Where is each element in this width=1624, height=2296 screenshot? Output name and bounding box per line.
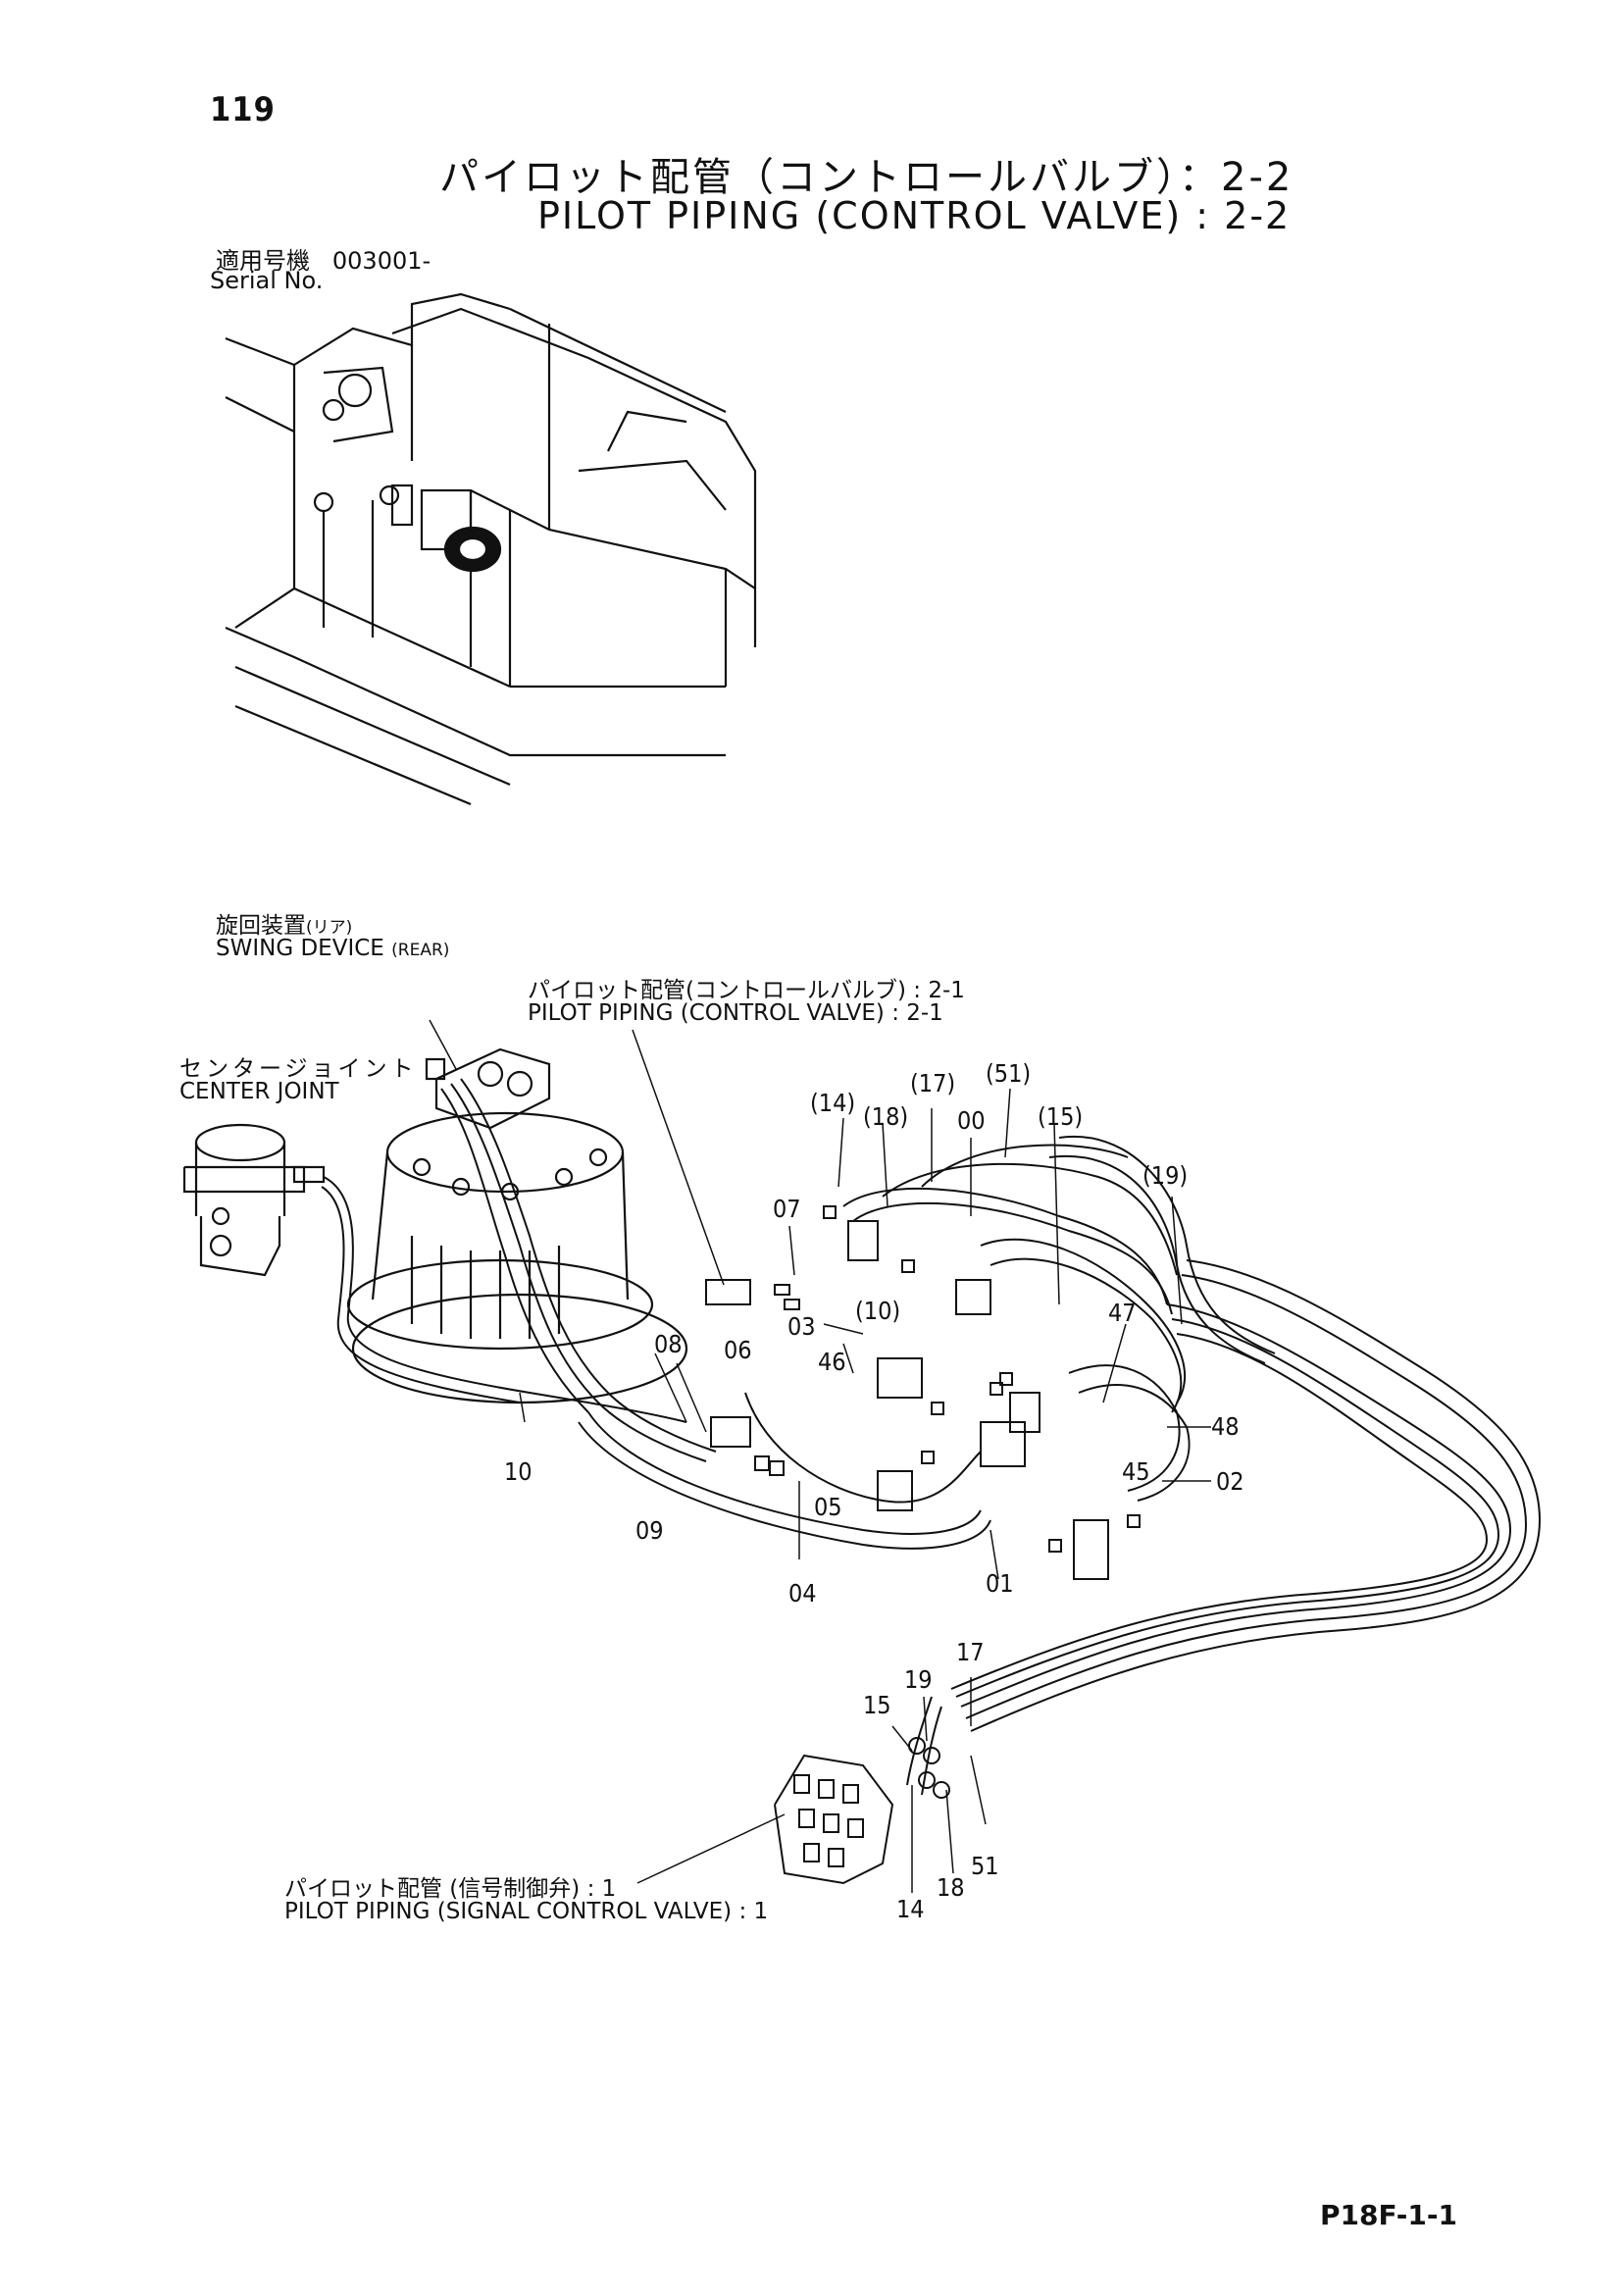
part-number: 06 (724, 1336, 752, 1364)
swing-device-label-jp: 旋回装置(リア) (216, 906, 352, 940)
part-number: (18) (863, 1102, 909, 1131)
machine-overview-illustration (225, 292, 757, 806)
part-number: 07 (773, 1195, 801, 1223)
center-joint-label-jp: センタージョイント (179, 1056, 418, 1082)
signal-control-valve-illustration (774, 1737, 950, 1885)
ref-signal-control-valve-jp: パイロット配管 (信号制御弁) : 1 (284, 1876, 617, 1902)
swing-device-text-en: SWING DEVICE (216, 936, 384, 961)
page-title-en: PILOT PIPING (CONTROL VALVE) : 2-2 (537, 194, 1292, 237)
serial-label-en: Serial No. (210, 267, 324, 294)
part-number: 19 (904, 1665, 933, 1694)
part-number: 15 (863, 1691, 891, 1719)
part-number: 17 (956, 1638, 985, 1666)
serial-value: 003001- (331, 247, 431, 275)
part-number: (19) (1142, 1161, 1189, 1190)
serial-row: 適用号機 003001- (216, 241, 431, 276)
part-number: 04 (788, 1579, 817, 1607)
pilot-hoses (321, 1078, 1542, 1796)
swing-device-sub-jp: (リア) (306, 918, 353, 938)
part-number: 48 (1211, 1412, 1240, 1441)
ref-signal-control-valve-en: PILOT PIPING (SIGNAL CONTROL VALVE) : 1 (284, 1899, 769, 1924)
part-number: 18 (937, 1873, 965, 1902)
part-number: (17) (910, 1069, 956, 1097)
part-number: 02 (1216, 1467, 1244, 1496)
part-number: (14) (810, 1089, 856, 1117)
leader-lines (429, 1019, 1211, 1893)
part-number: 08 (654, 1330, 683, 1358)
center-joint-illustration (182, 1123, 326, 1277)
drawing-code: P18F-1-1 (1320, 2199, 1457, 2231)
part-number: 00 (957, 1106, 986, 1135)
part-number: (10) (855, 1297, 901, 1325)
ref-control-valve-2-1-jp: パイロット配管(コントロールバルブ) : 2-1 (528, 978, 965, 1003)
swing-device-illustration (346, 1047, 688, 1404)
page-title-jp: パイロット配管（コントロールバルブ）：2-2 (439, 155, 1294, 200)
part-number: 03 (787, 1312, 816, 1341)
part-number: (15) (1038, 1102, 1084, 1131)
part-number: 46 (818, 1348, 846, 1376)
part-number: 09 (635, 1516, 664, 1545)
part-number: (51) (986, 1059, 1032, 1088)
pipe-fittings (705, 1205, 1141, 1580)
part-number: 01 (986, 1569, 1014, 1598)
part-number: 05 (814, 1493, 842, 1521)
center-joint-label-en: CENTER JOINT (179, 1079, 339, 1104)
serial-label-jp: 適用号機 (216, 247, 310, 275)
part-number: 51 (971, 1852, 999, 1880)
swing-device-label-en: SWING DEVICE (REAR) (216, 936, 449, 961)
page-number: 119 (210, 90, 276, 129)
part-number: 14 (896, 1895, 925, 1923)
part-number: 47 (1108, 1299, 1137, 1327)
swing-device-text-jp: 旋回装置 (216, 913, 306, 939)
part-number: 45 (1122, 1457, 1150, 1486)
part-number: 10 (504, 1457, 533, 1486)
ref-control-valve-2-1-en: PILOT PIPING (CONTROL VALVE) : 2-1 (528, 1000, 943, 1026)
swing-device-sub-en: (REAR) (391, 941, 450, 960)
